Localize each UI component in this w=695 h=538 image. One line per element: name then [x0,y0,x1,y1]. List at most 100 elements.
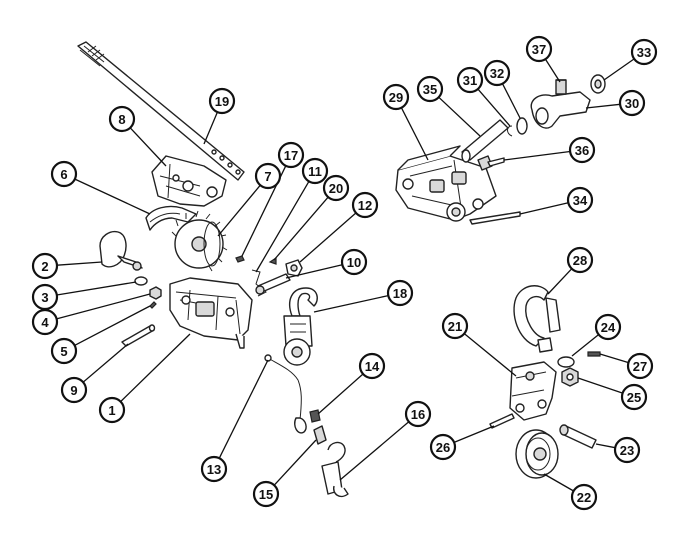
callout-label-19: 19 [215,94,229,109]
leader-line-26 [453,425,495,444]
callout-26: 26 [429,433,457,461]
part-e-clip [507,125,513,137]
callout-11: 11 [301,157,329,185]
callout-label-15: 15 [259,487,273,502]
callout-16: 16 [404,400,432,428]
callout-circle-6 [50,160,78,188]
callout-circle-2 [31,252,59,280]
callout-circle-26 [429,433,457,461]
part-bushing [590,74,606,94]
leader-line-5 [74,305,151,346]
callout-28: 28 [566,246,594,274]
callout-32: 32 [483,59,511,87]
callout-label-25: 25 [627,390,641,405]
callout-label-5: 5 [60,344,67,359]
leader-line-34 [519,202,569,215]
part-handle-bracket [151,155,227,207]
part-hook-sheave [283,287,318,366]
callout-15: 15 [252,480,280,508]
part-cam-lever [530,79,591,129]
callout-circle-35 [416,75,444,103]
leader-line-21 [463,333,517,377]
callout-circle-15 [252,480,280,508]
callout-31: 31 [456,66,484,94]
callout-3: 3 [31,283,59,311]
callout-label-17: 17 [284,148,298,163]
callout-label-6: 6 [60,167,67,182]
callout-circle-17 [277,141,305,169]
callout-circle-24 [594,313,622,341]
callout-label-35: 35 [423,82,437,97]
callout-7: 7 [254,162,282,190]
part-pin-9 [121,324,156,347]
callout-circle-20 [322,174,350,202]
leader-line-35 [438,96,481,137]
callout-label-30: 30 [625,96,639,111]
part-ratchet-gear [171,210,228,272]
callout-label-4: 4 [41,315,49,330]
callout-18: 18 [386,279,414,307]
part-clevis-block [509,361,557,421]
callout-20: 20 [322,174,350,202]
part-small-bolt [477,155,505,171]
part-wire-cable [264,354,307,434]
callout-label-3: 3 [41,290,48,305]
leader-line-14 [317,373,364,415]
leader-line-25 [577,377,623,394]
callout-34: 34 [566,186,594,214]
callout-label-26: 26 [436,440,450,455]
leader-line-12 [299,212,357,263]
leader-line-22 [543,473,574,492]
callout-label-8: 8 [118,112,125,127]
callout-label-12: 12 [358,198,372,213]
callout-label-16: 16 [411,407,425,422]
leader-line-4 [56,293,151,320]
leader-line-2 [56,261,103,266]
callout-23: 23 [613,436,641,464]
part-handle-bar [77,41,245,181]
callout-label-23: 23 [620,443,634,458]
leader-line-33 [603,58,635,81]
callout-label-9: 9 [70,383,77,398]
callout-label-22: 22 [577,490,591,505]
callout-24: 24 [594,313,622,341]
part-nut-25 [561,367,579,387]
callout-circle-29 [382,83,410,111]
part-small-hook [321,441,349,498]
callout-5: 5 [50,337,78,365]
callout-circle-25 [620,383,648,411]
leader-line-29 [400,107,429,161]
callout-circle-34 [566,186,594,214]
callout-circle-36 [568,136,596,164]
leader-line-8 [129,127,167,167]
callout-label-36: 36 [575,143,589,158]
callout-circle-30 [618,89,646,117]
callout-10: 10 [340,248,368,276]
part-rod [469,211,521,225]
part-frame [395,145,497,222]
leader-line-30 [585,103,621,109]
callout-circle-33 [630,38,658,66]
callout-circle-9 [60,376,88,404]
callout-circle-32 [483,59,511,87]
callout-12: 12 [351,191,379,219]
callout-label-2: 2 [41,259,48,274]
leader-line-7 [217,184,261,237]
part-cable-bracket [313,425,327,445]
part-screw [149,301,157,309]
callout-label-7: 7 [264,169,271,184]
part-washer [134,276,148,286]
callout-circle-31 [456,66,484,94]
part-shaft [255,273,291,295]
callout-27: 27 [626,352,654,380]
callout-label-20: 20 [329,181,343,196]
callout-circle-18 [386,279,414,307]
callout-circle-4 [31,308,59,336]
callout-label-31: 31 [463,73,477,88]
leader-line-32 [501,83,521,119]
leader-line-24 [571,333,600,357]
leader-line-10 [285,264,343,279]
callout-14: 14 [358,352,386,380]
